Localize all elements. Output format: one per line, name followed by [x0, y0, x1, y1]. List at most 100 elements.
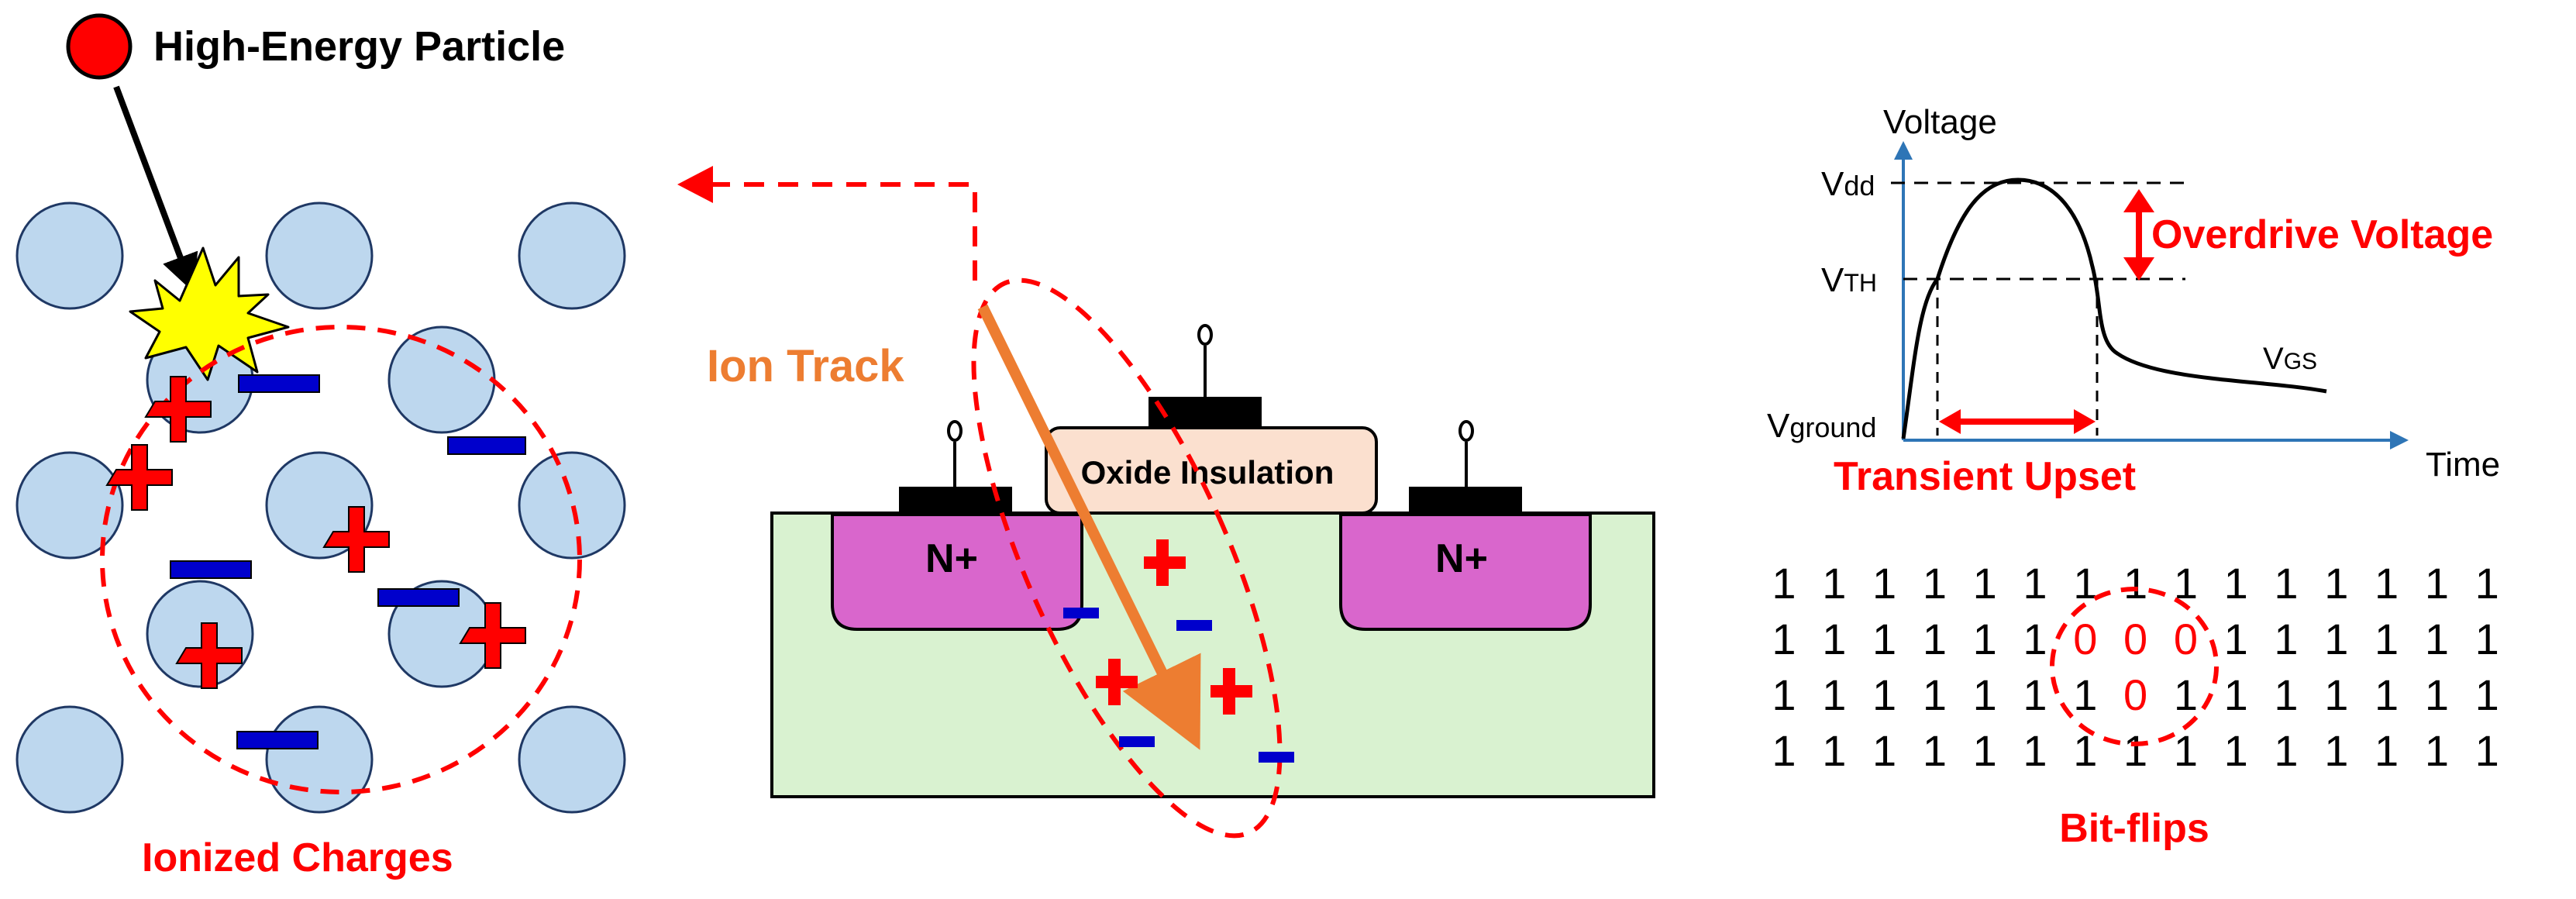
atom	[15, 451, 124, 560]
bit: 1	[2324, 615, 2348, 663]
ion-track-label: Ion Track	[707, 341, 904, 391]
atom	[146, 580, 254, 688]
negative-charge	[1259, 752, 1294, 763]
bit: 1	[2274, 670, 2298, 719]
track-negative-charges	[1063, 608, 1294, 763]
bit: 1	[1772, 726, 1796, 775]
bit-flip-region-outline	[2050, 587, 2219, 746]
ionized-region-outline	[100, 325, 582, 794]
bit: 1	[2324, 559, 2348, 608]
gate-terminal-icon	[1197, 324, 1213, 346]
ion-entry-arrowhead-icon	[677, 166, 713, 203]
bit: 1	[2375, 559, 2399, 608]
bit: 1	[2023, 670, 2047, 719]
upset-duration-arrow-icon	[1939, 409, 2096, 434]
vground-label: Vground	[1767, 407, 1876, 445]
bit: 1	[2475, 670, 2499, 719]
negative-charge	[170, 560, 252, 579]
atom	[518, 705, 626, 814]
negative-charge	[377, 588, 460, 607]
negative-charges	[170, 374, 526, 749]
voltage-graph: Voltage Time Vdd VTH Vground VGS Overdri…	[1767, 103, 2500, 499]
bit: 1	[1923, 670, 1947, 719]
bit: 1	[2425, 559, 2449, 608]
bit: 1	[1872, 559, 1896, 608]
source-terminal-icon	[947, 420, 963, 442]
ion-entry-dashed-path	[687, 182, 977, 281]
bit: 1	[1973, 615, 1997, 663]
positive-charge	[105, 444, 173, 511]
vth-label: VTH	[1821, 261, 1877, 299]
positive-charge	[1096, 659, 1138, 705]
transistor-panel: N+ N+ Oxide Insulation Ion Track	[677, 166, 1655, 839]
bit: 1	[2375, 726, 2399, 775]
bit: 1	[2123, 559, 2147, 608]
impact-burst-icon	[129, 246, 290, 381]
drain-contact	[1409, 487, 1522, 513]
vgs-curve	[1901, 177, 2327, 439]
bit: 1	[2324, 670, 2348, 719]
atom	[387, 326, 496, 434]
flipped-bit: 0	[2123, 615, 2147, 663]
bit: 1	[2274, 726, 2298, 775]
bit: 1	[1872, 726, 1896, 775]
bit: 1	[2224, 670, 2248, 719]
particle-panel: High-Energy Particle	[15, 13, 626, 880]
bit: 1	[1822, 559, 1846, 608]
drain-terminal-icon	[1458, 420, 1474, 442]
bit: 1	[2375, 615, 2399, 663]
negative-charge	[236, 731, 319, 749]
bit: 1	[2224, 615, 2248, 663]
particle-trajectory-arrow	[113, 85, 198, 292]
bit: 1	[1973, 726, 1997, 775]
y-axis-label: Voltage	[1883, 103, 1997, 141]
ionized-charges-label: Ionized Charges	[142, 835, 453, 880]
ion-track-arrow	[977, 304, 1201, 750]
n-plus-label-left: N+	[925, 536, 978, 581]
bit: 1	[1973, 670, 1997, 719]
positive-charge	[322, 506, 390, 573]
vgs-label: VGS	[2263, 342, 2317, 376]
bit: 1	[1872, 615, 1896, 663]
flipped-bit: 0	[2073, 615, 2097, 663]
bit: 1	[2174, 726, 2198, 775]
ion-track-region-outline	[971, 277, 1283, 839]
bit: 1	[2475, 726, 2499, 775]
bit: 1	[2475, 559, 2499, 608]
bit-flips-label: Bit-flips	[2059, 806, 2209, 851]
bit: 1	[2224, 559, 2248, 608]
bit: 1	[2425, 670, 2449, 719]
bit: 1	[2274, 559, 2298, 608]
bit: 1	[2123, 726, 2147, 775]
bit: 1	[2425, 615, 2449, 663]
positive-charge	[1144, 539, 1186, 586]
particle-icon	[66, 13, 133, 80]
n-plus-label-right: N+	[1435, 536, 1488, 581]
positive-charge	[1211, 668, 1252, 715]
bit: 1	[2023, 615, 2047, 663]
bit: 1	[1772, 670, 1796, 719]
negative-charge	[1063, 608, 1099, 618]
bit: 1	[1822, 615, 1846, 663]
positive-charge	[459, 602, 526, 669]
bit: 1	[2023, 726, 2047, 775]
positive-charges	[105, 376, 526, 689]
negative-charge	[447, 436, 526, 455]
bit: 1	[1973, 559, 1997, 608]
bit: 1	[2073, 670, 2097, 719]
bit: 1	[2475, 615, 2499, 663]
atom	[265, 202, 374, 310]
atom	[518, 202, 626, 310]
bit: 1	[1772, 615, 1796, 663]
negative-charge	[1119, 736, 1155, 747]
gate-contact	[1149, 397, 1262, 428]
bit: 1	[1923, 615, 1947, 663]
bit: 1	[1772, 559, 1796, 608]
vdd-label: Vdd	[1821, 165, 1875, 203]
bit: 1	[1822, 726, 1846, 775]
flipped-bit: 0	[2174, 615, 2198, 663]
transient-upset-label: Transient Upset	[1834, 454, 2136, 499]
bit: 1	[2324, 726, 2348, 775]
terminal-pins	[947, 324, 1474, 487]
